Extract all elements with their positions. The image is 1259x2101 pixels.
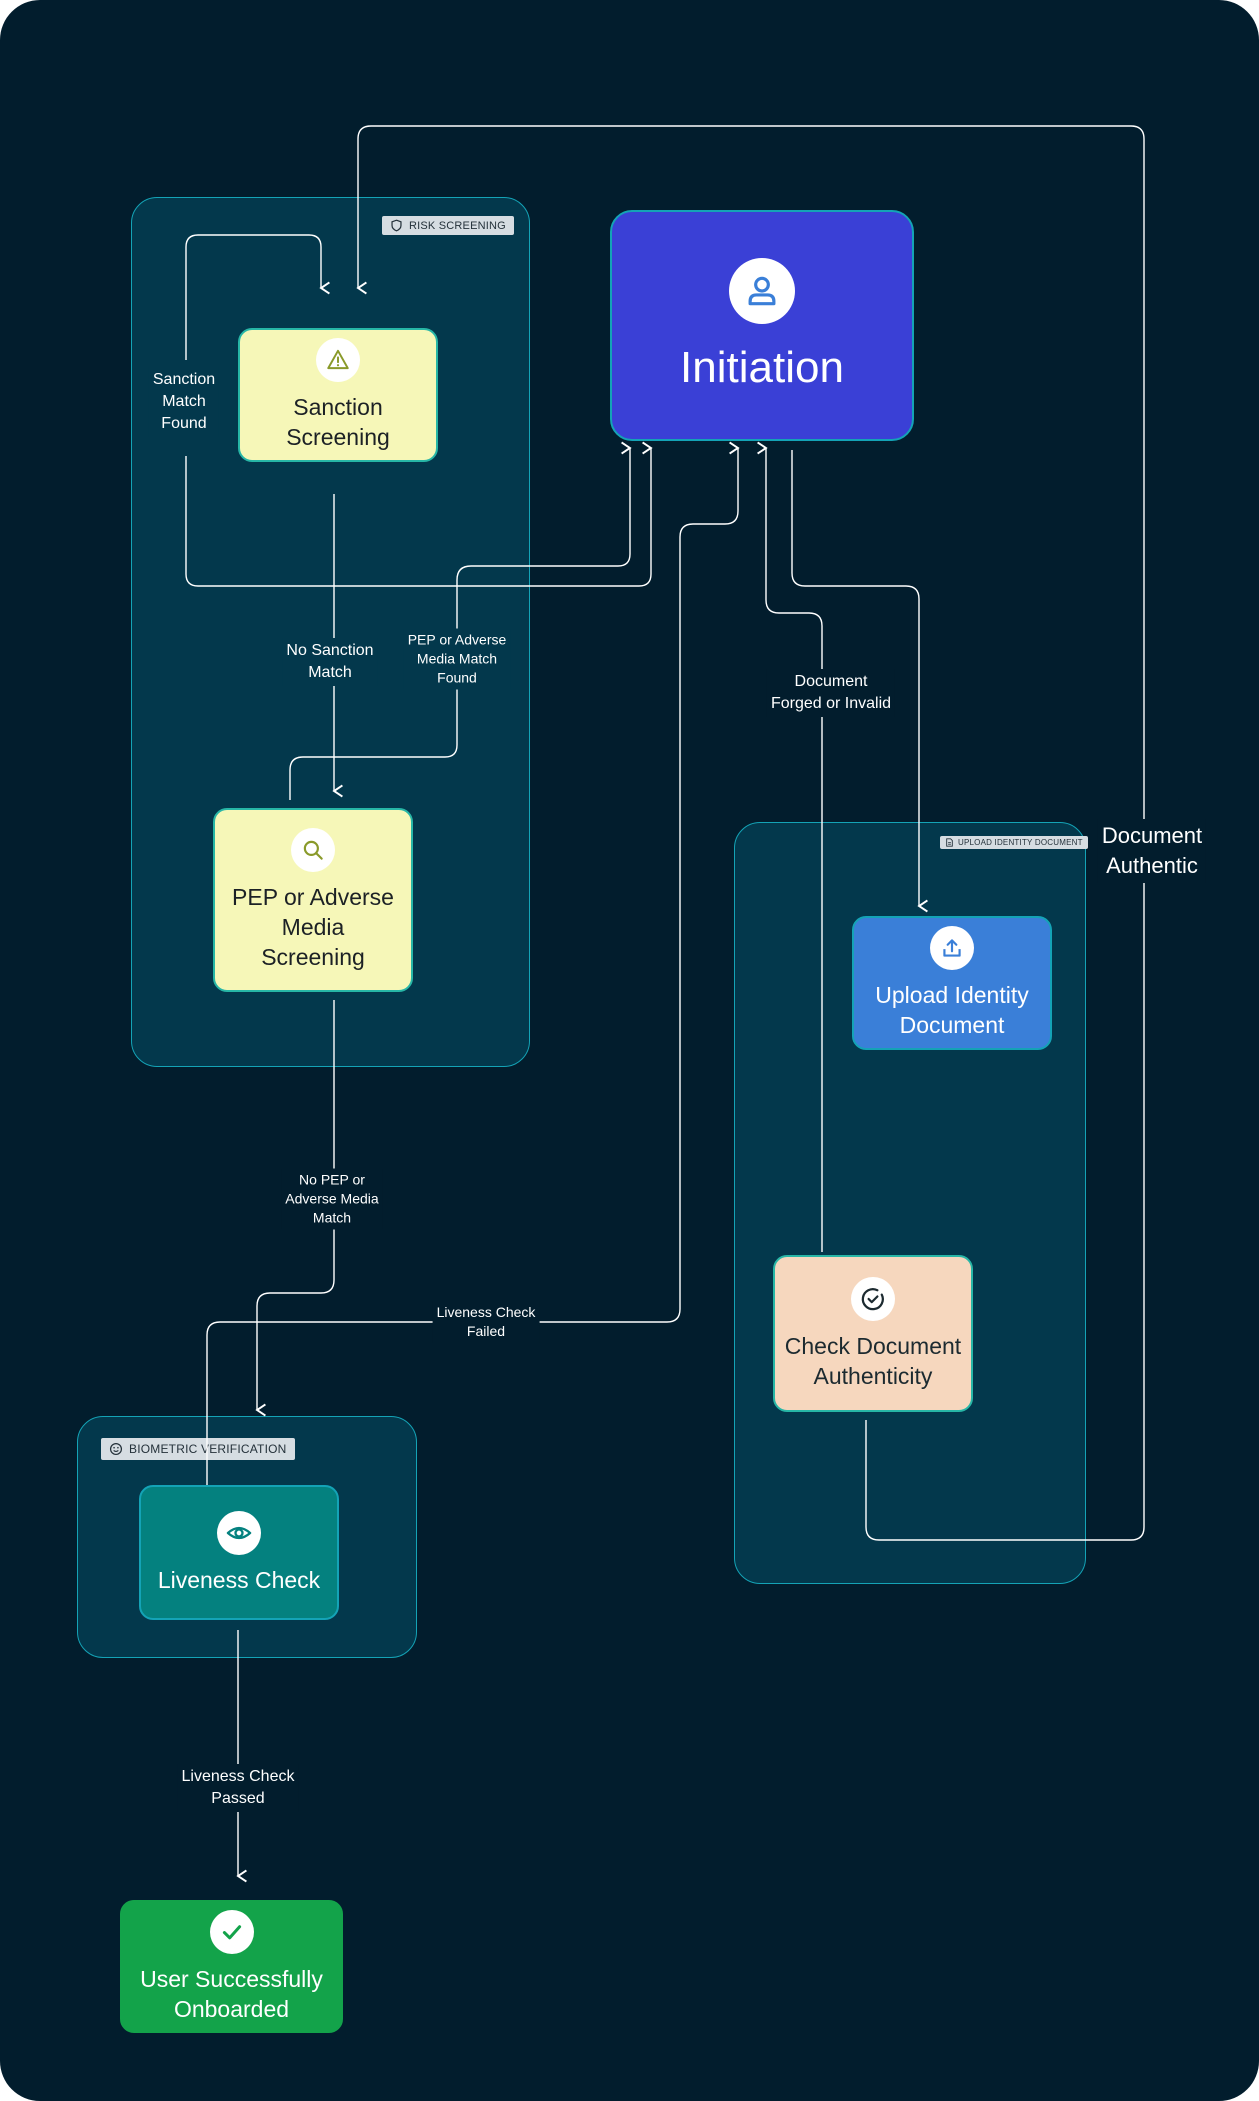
check-authenticity-node[interactable]: Check Document Authenticity — [773, 1255, 973, 1412]
checkmark-icon — [209, 1909, 254, 1954]
pep-screening-node[interactable]: PEP or Adverse Media Screening — [213, 808, 413, 992]
edge-pep-to-liveness — [257, 1000, 335, 1410]
check-circle-icon — [851, 1276, 895, 1321]
liveness-check-node[interactable]: Liveness Check — [139, 1485, 339, 1620]
shield-icon — [391, 219, 402, 232]
edge-label-sanction-match: Sanction Match Found — [148, 367, 220, 437]
edge-label-doc-forged: Document Forged or Invalid — [766, 669, 896, 717]
pep-screening-label: PEP or Adverse Media Screening — [232, 884, 394, 970]
edge-label-no-pep: No PEP or Adverse Media Match — [281, 1168, 383, 1230]
edge-liveness-failed-to-initiation — [206, 448, 738, 1486]
risk-screening-tag: RISK SCREENING — [382, 216, 514, 235]
user-onboarded-label: User Successfully Onboarded — [140, 1965, 323, 2022]
edge-initiation-to-upload — [791, 450, 919, 906]
upload-document-node[interactable]: Upload Identity Document — [852, 916, 1052, 1050]
upload-document-tag: UPLOAD IDENTITY DOCUMENT — [940, 836, 1088, 849]
risk-screening-label: RISK SCREENING — [409, 219, 506, 232]
liveness-check-label: Liveness Check — [157, 1566, 321, 1593]
document-icon — [946, 838, 953, 847]
sanction-screening-label: Sanction Screening — [286, 394, 390, 450]
warning-icon — [316, 338, 360, 382]
user-icon — [729, 257, 795, 324]
check-authenticity-label: Check Document Authenticity — [784, 1332, 962, 1389]
edge-label-doc-authentic: Document Authentic — [1097, 819, 1207, 883]
edge-sanction-self-loop — [185, 234, 321, 360]
search-icon — [291, 828, 335, 872]
sanction-screening-node[interactable]: Sanction Screening — [238, 328, 438, 462]
initiation-label: Initiation — [680, 342, 844, 392]
edge-sanction-to-initiation — [185, 448, 651, 587]
edge-label-pep-match: PEP or Adverse Media Match Found — [403, 628, 511, 690]
edge-label-no-sanction: No Sanction Match — [282, 638, 378, 686]
edge-check-forged-to-initiation — [766, 448, 823, 1252]
smiley-icon — [109, 1442, 123, 1456]
edge-label-liveness-failed: Liveness Check Failed — [432, 1301, 540, 1343]
edge-label-liveness-passed: Liveness Check Passed — [177, 1764, 299, 1812]
edge-pep-match-to-initiation — [289, 448, 630, 800]
upload-icon — [930, 926, 974, 970]
user-onboarded-node[interactable]: User Successfully Onboarded — [120, 1900, 343, 2033]
upload-document-label: UPLOAD IDENTITY DOCUMENT — [958, 838, 1083, 847]
initiation-node[interactable]: Initiation — [610, 210, 914, 441]
upload-document-label-text: Upload Identity Document — [875, 982, 1029, 1038]
eye-icon — [217, 1510, 261, 1555]
